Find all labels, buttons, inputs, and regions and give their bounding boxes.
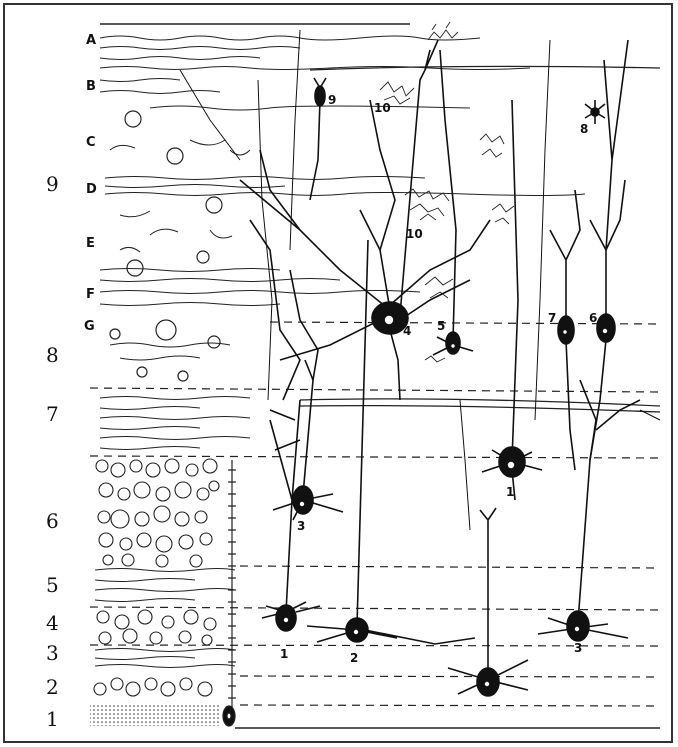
sublayer-f-label: F [86,287,95,302]
cell-label-2-bottom: 2 [350,651,358,665]
cell-label-7: 7 [548,311,556,325]
sublayer-d-label: D [86,182,97,197]
cell-label-10-top: 10 [374,101,391,115]
layer-6-label: 6 [46,509,59,533]
sublayer-g-label: G [84,319,95,334]
sublayer-a-label: A [86,33,96,48]
layer-7-label: 7 [46,402,59,426]
cell-label-1-bottom: 1 [280,647,288,661]
cell-label-8: 8 [580,122,588,136]
cell-label-10-middle: 10 [406,227,423,241]
layer-8-label: 8 [46,343,59,367]
layer-one-dotted-strip [90,704,220,726]
layer-5-label: 5 [46,573,59,597]
layer-9-label: 9 [46,172,59,196]
sublayer-e-label: E [86,236,95,251]
sublayer-c-label: C [86,135,96,150]
layer-4-label: 4 [46,611,59,635]
cell-label-9: 9 [328,93,336,107]
layer-3-label: 3 [46,641,59,665]
layer-1-label: 1 [46,707,59,731]
cell-label-3-middle: 3 [297,519,305,533]
layer-2-label: 2 [46,675,59,699]
cell-label-3-bottom: 3 [574,641,582,655]
cell-label-4: 4 [403,324,411,338]
sublayer-b-label: B [86,79,96,94]
cell-label-1-middle: 1 [506,485,514,499]
cell-label-5: 5 [437,319,445,333]
cell-label-6: 6 [589,311,597,325]
